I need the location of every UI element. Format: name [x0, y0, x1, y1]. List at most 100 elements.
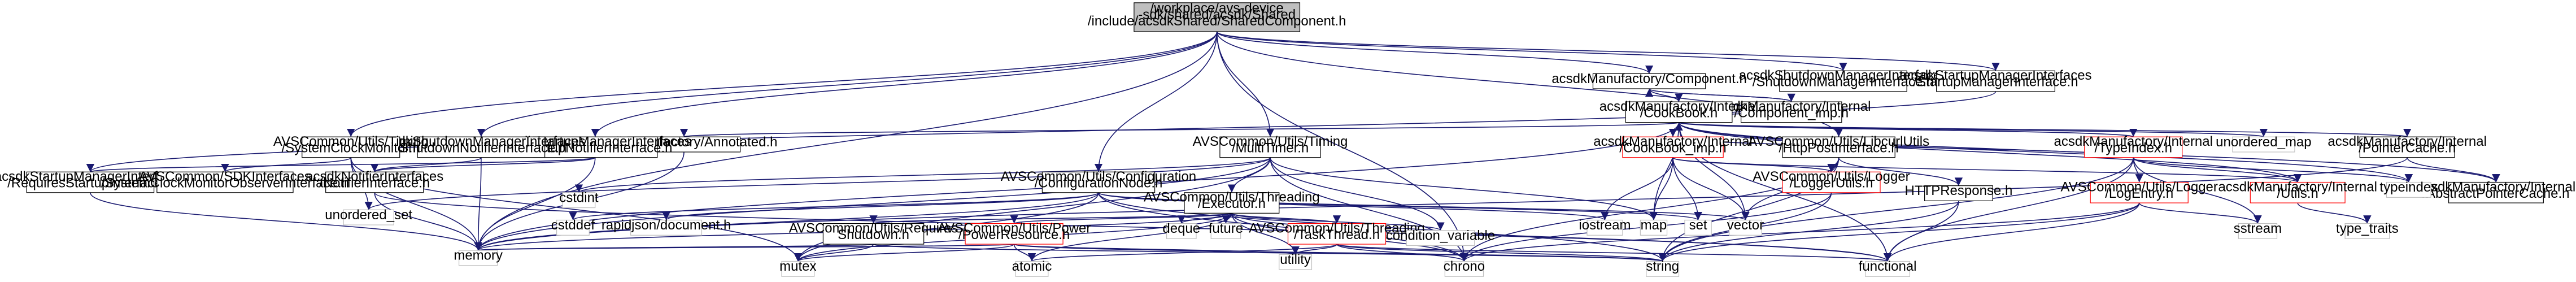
- node-box: [1219, 136, 1321, 158]
- dependency-edge: [794, 192, 1099, 262]
- dependency-edge: [1649, 157, 1673, 220]
- node-configuration-node[interactable]: AVSCommon/Utils/Configuration/Configurat…: [1001, 169, 1196, 193]
- node-utility: utility: [1279, 252, 1313, 270]
- edge-line: [1216, 31, 1468, 262]
- node-label-line: deque: [1162, 221, 1200, 236]
- node-label-line: acsdkManufactory/Internal: [2218, 179, 2377, 194]
- node-cstdint: cstdint: [559, 190, 599, 209]
- dependency-edge: [1216, 31, 1468, 262]
- node-box: [556, 219, 590, 236]
- node-label-line: acsdkManufactory/Component.h: [1551, 71, 1747, 86]
- dependency-edge: [1027, 213, 1232, 262]
- node-label-line: type_traits: [2336, 221, 2399, 236]
- edge-line: [1216, 31, 2000, 72]
- node-label-line: /RequiresStartupInterface.h: [7, 176, 173, 191]
- node-shutdown-mgr-if[interactable]: acsdkShutdownManagerInterfaces/ShutdownM…: [1739, 68, 1948, 92]
- node-box: [302, 136, 400, 158]
- dependency-edge: [2133, 157, 2413, 183]
- node-label-line: AVSCommon/Utils/Logger: [1753, 169, 1910, 184]
- edge-line: [1098, 192, 1468, 262]
- node-abstract-pointer-cache[interactable]: acsdkManufactory/Internal/AbstractPointe…: [2417, 179, 2575, 203]
- node-cookbook-imp[interactable]: acsdkManufactory/Internal/CookBook_imp.h: [1593, 134, 1753, 158]
- node-box: [1210, 223, 1241, 239]
- node-http-response[interactable]: HTTPResponse.h: [1905, 183, 2013, 201]
- edge-line: [1336, 244, 1667, 262]
- node-power-resource[interactable]: AVSCommon/Utils/Power/PowerResource.h: [938, 220, 1091, 245]
- node-box: [1640, 219, 1668, 236]
- node-notifier-if[interactable]: acsdkNotifierInterfaces/NotifierInterfac…: [306, 169, 443, 193]
- node-label-line: /Utils.h: [2277, 186, 2318, 201]
- node-component-imp[interactable]: acsdkManufactory/Internal/Component_imp.…: [1712, 99, 1871, 123]
- edge-line: [1601, 157, 1673, 220]
- dependency-edge: [1336, 244, 1891, 262]
- dependency-edge: [1270, 157, 1445, 231]
- dependency-edge: [371, 157, 596, 173]
- node-label-line: /include/acsdkShared/SharedComponent.h: [1088, 14, 1346, 29]
- node-label-line: HTTPResponse.h: [1905, 183, 2013, 198]
- edge-line: [1270, 157, 1445, 231]
- node-rapidjson: rapidjson/document.h: [601, 218, 731, 236]
- node-cookbook-h[interactable]: acsdkManufactory/Internal/CookBook.h: [1599, 99, 1758, 123]
- node-label-line: mutex: [779, 259, 816, 274]
- node-system-clock-monitor[interactable]: AVSCommon/Utils/Timing/SystemClockMonito…: [273, 134, 429, 158]
- dependency-edge: [1216, 31, 1847, 72]
- edge-line: [1227, 157, 1271, 193]
- node-box: [1782, 171, 1881, 193]
- node-box: [325, 171, 424, 193]
- node-shutdown-notifier-if[interactable]: acsdkShutdownManagerInterfaces/ShutdownN…: [377, 134, 586, 158]
- dependency-edge: [2297, 202, 2372, 224]
- edge-line: [794, 244, 1015, 262]
- node-box: [1622, 136, 1724, 158]
- node-logger-utils[interactable]: AVSCommon/Utils/Logger/LoggerUtils.h: [1753, 169, 1910, 193]
- node-label-line: acsdkManufactory/Internal: [1593, 134, 1752, 149]
- node-startup-mgr-if[interactable]: acsdkStartupManagerInterfaces/StartupMan…: [1899, 68, 2092, 92]
- node-multitimer[interactable]: AVSCommon/Utils/Timing/MultiTimer.h: [1193, 134, 1348, 158]
- edge-line: [1678, 122, 2413, 183]
- node-box: [2232, 136, 2295, 153]
- node-executor[interactable]: AVSCommon/Utils/Threading/Executor.h: [1144, 190, 1320, 214]
- edge-line: [1027, 213, 1232, 262]
- node-vector: vector: [1727, 218, 1764, 236]
- node-map: map: [1640, 218, 1668, 236]
- node-label-line: /StartupManagerInterface.h: [1913, 75, 2078, 90]
- dependency-edge: [1678, 122, 2302, 183]
- edge-line: [1013, 244, 1666, 262]
- node-box: [562, 192, 596, 209]
- node-label-line: /AbstractPointerCache.h: [2422, 186, 2569, 201]
- edge-line: [1010, 212, 1232, 224]
- node-label-line: /CookBook.h: [1640, 105, 1718, 120]
- node-system-clock-observer[interactable]: AVSCommon/SDKInterfaces/SystemClockMonit…: [101, 169, 349, 193]
- node-label-line: /PowerResource.h: [958, 227, 1070, 242]
- node-box: [2090, 181, 2189, 203]
- node-label-line: memory: [454, 248, 503, 263]
- dependency-edge: [1098, 192, 1749, 221]
- node-label-line: acsdkStartupManagerInterfaces: [0, 169, 186, 184]
- node-label-line: chrono: [1444, 259, 1485, 274]
- node-box: [1729, 219, 1762, 236]
- node-typeindex-h[interactable]: acsdkManufactory/Internal/TypeIndex.h: [2054, 134, 2213, 158]
- node-box: [1592, 73, 1706, 89]
- node-http-post[interactable]: AVSCommon/Utils/LibcurlUtils/HttpPostInt…: [1748, 134, 1929, 158]
- node-box: [1924, 185, 1993, 201]
- node-log-entry[interactable]: AVSCommon/Utils/Logger/LogEntry.h: [2061, 179, 2218, 203]
- dependency-edge: [476, 241, 1015, 251]
- dependency-edge: [1013, 244, 1300, 255]
- node-requires-startup[interactable]: acsdkStartupManagerInterfaces/RequiresSt…: [0, 169, 186, 193]
- node-utils-h[interactable]: acsdkManufactory/Internal/Utils.h: [2218, 179, 2377, 203]
- node-root[interactable]: /workplace/avs-device-sdk/shared/acsdk/S…: [1088, 1, 1346, 32]
- edge-line: [1098, 192, 1749, 221]
- node-label-line: /CookBook_imp.h: [1619, 140, 1726, 155]
- node-box: [1444, 261, 1484, 277]
- node-label-line: AVSCommon/Utils/Timing: [273, 134, 429, 149]
- dependency-edge: [1098, 192, 1468, 262]
- node-pointer-cache[interactable]: acsdkManufactory/Internal/PointerCache.h: [2327, 134, 2487, 158]
- node-label-line: condition_variable: [1386, 228, 1495, 243]
- edge-line: [1678, 122, 2302, 183]
- dependency-edge: [474, 31, 1218, 251]
- dependency-edge: [1672, 157, 1750, 220]
- node-box: [1782, 136, 1895, 158]
- node-component-h[interactable]: acsdkManufactory/Component.h: [1551, 71, 1747, 89]
- edge-line: [569, 192, 1099, 221]
- node-task-thread[interactable]: AVSCommon/Utils/Threading/TaskThread.h: [1249, 220, 1425, 245]
